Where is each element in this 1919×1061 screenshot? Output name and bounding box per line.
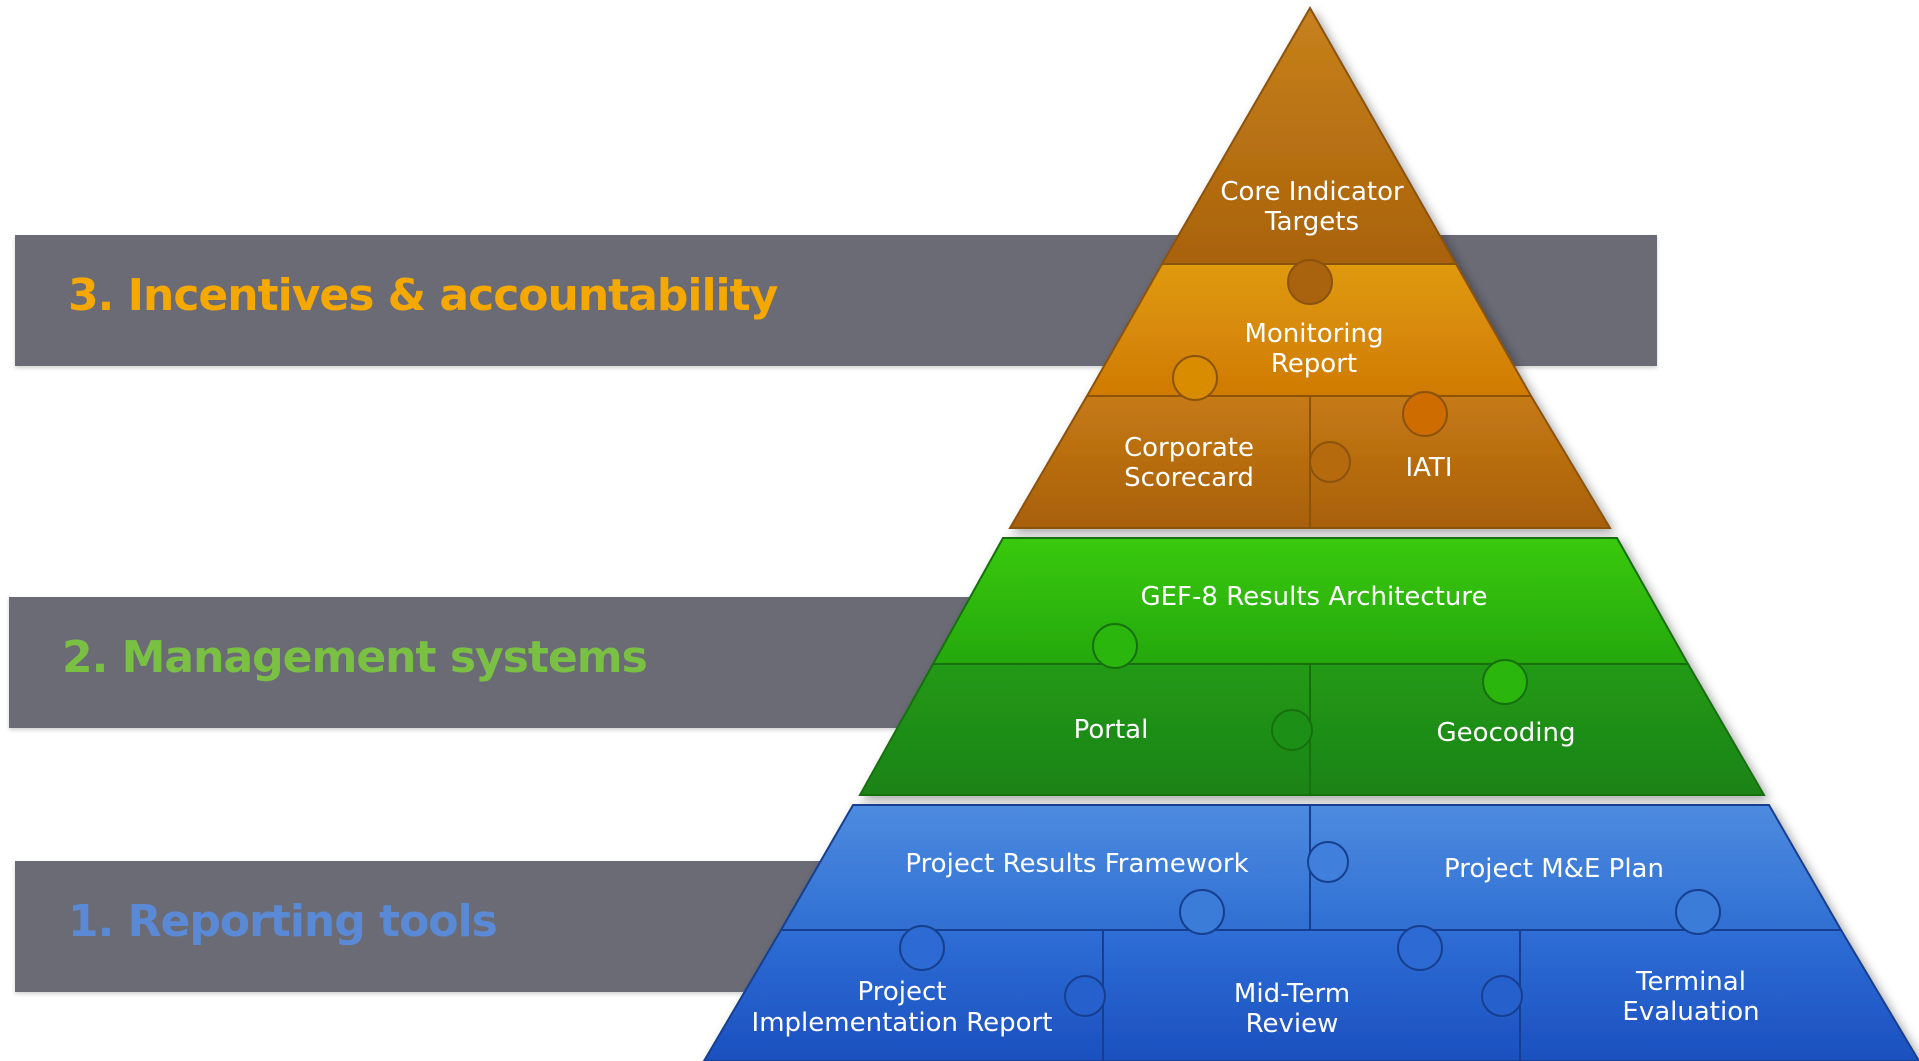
- piece-iati: [1309, 395, 1612, 529]
- geocoding-label: Geocoding: [1437, 718, 1576, 748]
- corporate-scorecard-line1: Corporate: [1124, 433, 1254, 463]
- label-reporting-tools: 1. Reporting tools: [68, 896, 498, 947]
- core-indicator-line2: Targets: [1264, 207, 1359, 237]
- puzzle-knob: [1307, 841, 1349, 883]
- puzzle-knob: [1271, 709, 1313, 751]
- project-results-framework-label: Project Results Framework: [905, 849, 1248, 879]
- puzzle-knob: [1482, 659, 1528, 705]
- green-section: [858, 537, 1766, 796]
- piece-terminal-evaluation: [1519, 929, 1919, 1061]
- monitoring-report-line2: Report: [1271, 349, 1357, 379]
- mid-term-review-line2: Review: [1246, 1009, 1339, 1039]
- puzzle-knob: [1309, 441, 1351, 483]
- puzzle-knob: [1064, 975, 1106, 1017]
- mid-term-review-line1: Mid-Term: [1234, 979, 1350, 1009]
- puzzle-knob: [1675, 889, 1721, 935]
- puzzle-knob: [899, 925, 945, 971]
- puzzle-knob: [1397, 925, 1443, 971]
- puzzle-knob: [1481, 975, 1523, 1017]
- terminal-evaluation-line1: Terminal: [1635, 967, 1746, 997]
- puzzle-knob: [1287, 259, 1333, 305]
- project-me-plan-label: Project M&E Plan: [1444, 854, 1664, 884]
- band-management: [9, 597, 1009, 728]
- iati-label: IATI: [1406, 453, 1453, 483]
- project-implementation-report-line2: Implementation Report: [752, 1008, 1053, 1038]
- label-incentives-accountability: 3. Incentives & accountability: [68, 270, 778, 321]
- project-implementation-report-line1: Project: [858, 977, 947, 1007]
- puzzle-knob: [1092, 623, 1138, 669]
- corporate-scorecard-line2: Scorecard: [1124, 463, 1254, 493]
- puzzle-knob: [1179, 889, 1225, 935]
- label-management-systems: 2. Management systems: [62, 632, 648, 683]
- puzzle-knob: [1402, 391, 1448, 437]
- gef8-label: GEF-8 Results Architecture: [1140, 582, 1487, 612]
- orange-section: [1008, 5, 1612, 529]
- puzzle-knob: [1172, 355, 1218, 401]
- monitoring-report-line1: Monitoring: [1244, 319, 1383, 349]
- piece-project-implementation-report: [702, 929, 1104, 1061]
- terminal-evaluation-line2: Evaluation: [1622, 997, 1759, 1027]
- core-indicator-line1: Core Indicator: [1220, 177, 1404, 207]
- portal-label: Portal: [1074, 715, 1149, 745]
- piece-geocoding: [1309, 663, 1766, 796]
- blue-section: [702, 804, 1919, 1061]
